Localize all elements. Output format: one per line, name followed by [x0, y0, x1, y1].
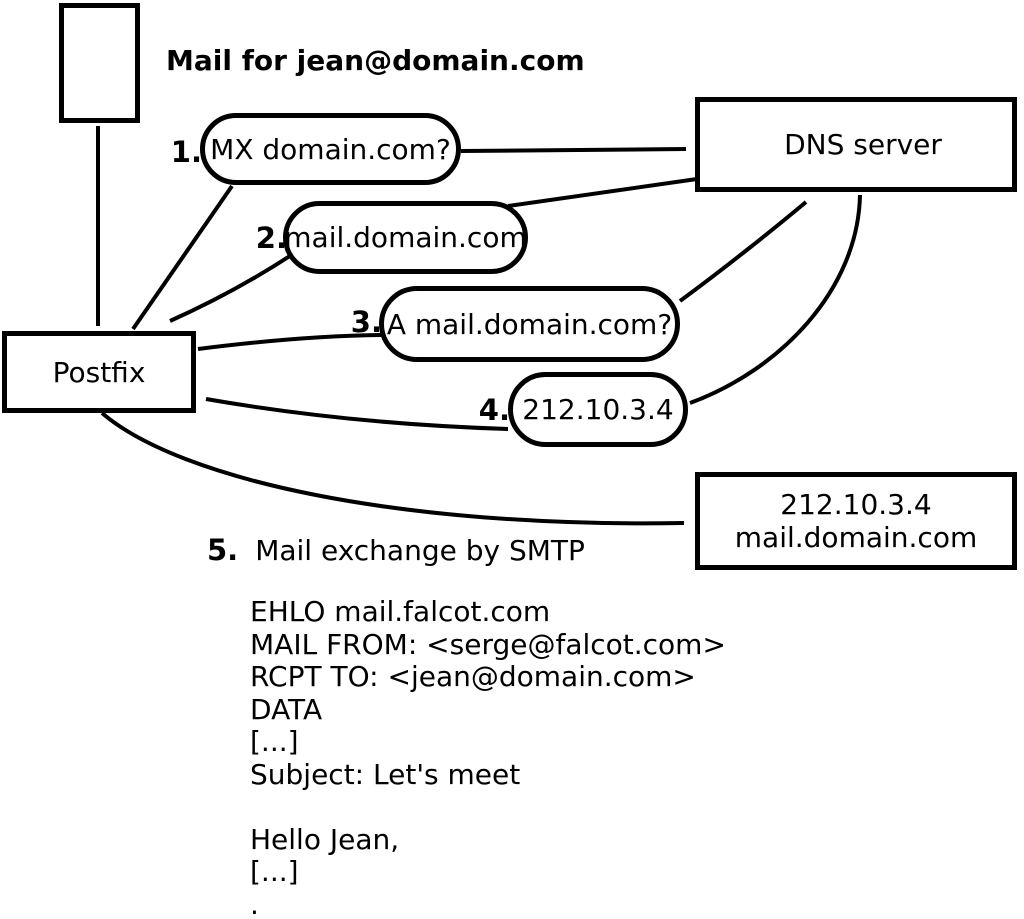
mail-message-node — [59, 3, 140, 123]
query-pill-a-record-label: A mail.domain.com? — [386, 307, 673, 341]
line-postfix-to-query3 — [197, 333, 382, 351]
response-pill-ip-label: 212.10.3.4 — [522, 393, 674, 426]
query-pill-mx-label: MX domain.com? — [210, 132, 451, 166]
step-4-number: 4. — [478, 393, 510, 427]
step-5-row: 5. Mail exchange by SMTP — [207, 533, 585, 567]
line-postfix-to-query1 — [131, 184, 234, 331]
destination-ip-label: 212.10.3.4 — [780, 488, 932, 521]
response-pill-mailhost: mail.domain.com — [283, 201, 528, 274]
smtp-session-transcript: EHLO mail.falcot.com MAIL FROM: <serge@f… — [250, 595, 726, 919]
arrow-response2-to-postfix — [169, 252, 295, 323]
query-pill-mx: MX domain.com? — [200, 113, 461, 185]
postfix-node: Postfix — [2, 331, 196, 413]
step-2-number: 2. — [255, 221, 287, 255]
response-pill-ip: 212.10.3.4 — [508, 372, 688, 447]
arrow-postfix-to-mailserver — [100, 411, 685, 526]
step-5-label: Mail exchange by SMTP — [255, 534, 585, 567]
response-pill-mailhost-label: mail.domain.com — [284, 221, 527, 254]
arrow-response4-to-postfix — [205, 397, 509, 431]
dns-server-node: DNS server — [695, 97, 1017, 192]
mail-for-label: Mail for jean@domain.com — [166, 44, 585, 77]
destination-server-node: 212.10.3.4 mail.domain.com — [695, 472, 1017, 570]
step-5-number: 5. — [207, 533, 239, 567]
arrow-query1-to-dns — [460, 147, 687, 153]
dns-server-node-label: DNS server — [784, 128, 942, 161]
line-dns-to-response4 — [689, 194, 862, 405]
query-pill-a-record: A mail.domain.com? — [379, 286, 680, 362]
destination-host-label: mail.domain.com — [734, 521, 978, 554]
arrow-query3-to-dns — [678, 200, 808, 303]
step-1-number: 1. — [170, 135, 202, 169]
postfix-node-label: Postfix — [52, 355, 146, 389]
line-dns-to-response2 — [507, 177, 698, 208]
step-3-number: 3. — [350, 305, 382, 339]
